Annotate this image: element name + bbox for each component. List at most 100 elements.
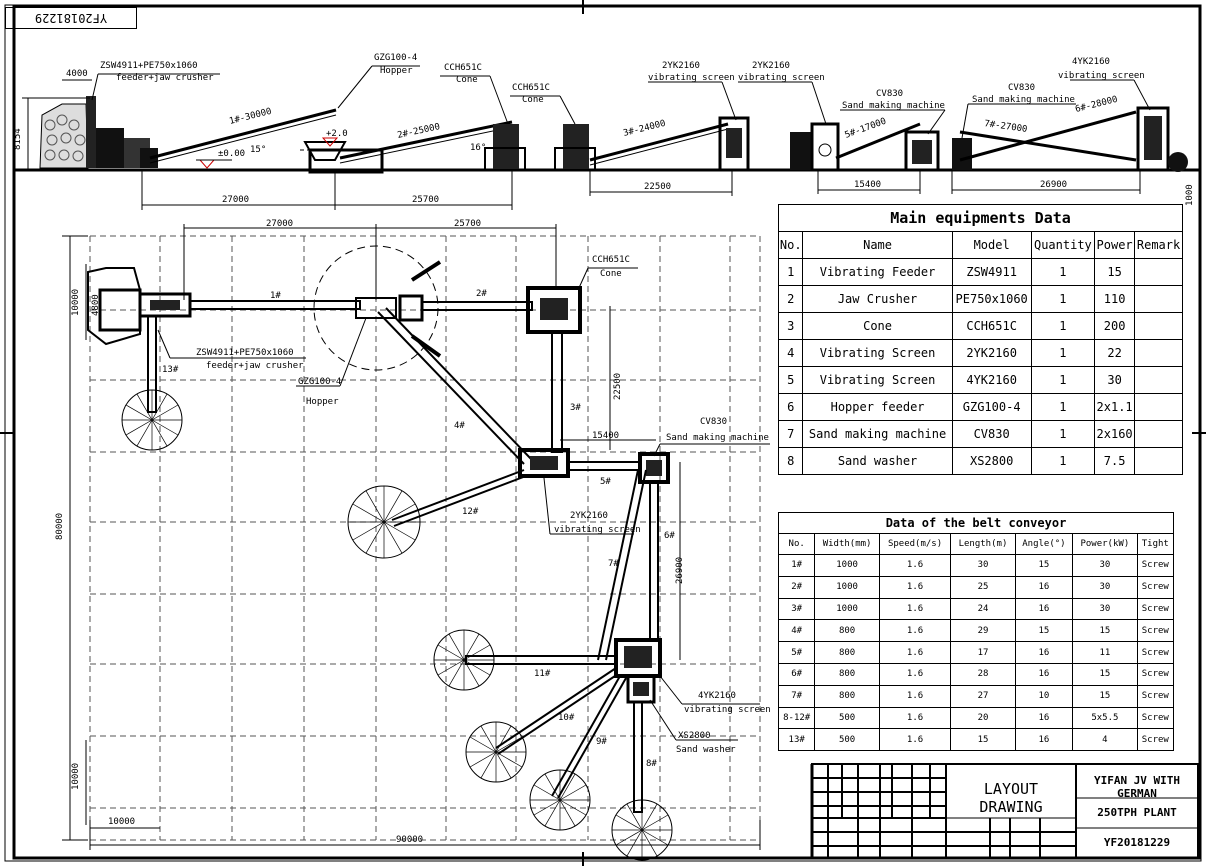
plan-label-feeder-jaw: ZSW4911+PE750x1060 bbox=[196, 348, 294, 358]
plan-dim-10000: 10000 bbox=[71, 289, 81, 316]
equip-header-cell: Name bbox=[802, 231, 953, 259]
plan-dim-10000-bottom: 10000 bbox=[108, 817, 135, 827]
equip-cell: GZG100-4 bbox=[951, 393, 1032, 421]
equip-cell bbox=[1134, 285, 1183, 313]
elev-label-screen-1: 2YK2160 bbox=[662, 61, 700, 71]
equip-cell: 1 bbox=[1030, 339, 1096, 367]
elev-angle-16: 16° bbox=[470, 143, 486, 153]
belt-cell: Screw bbox=[1136, 728, 1175, 752]
equip-cell: Cone bbox=[802, 312, 953, 340]
belt-cell: 24 bbox=[950, 597, 1016, 621]
stockpile bbox=[121, 389, 183, 451]
plan-sand-washer bbox=[626, 674, 656, 704]
belt-cell: 1.6 bbox=[878, 684, 952, 708]
equip-cell: PE750x1060 bbox=[951, 285, 1032, 313]
equip-cell: 7 bbox=[777, 420, 804, 448]
stockpile bbox=[611, 799, 673, 861]
plan-feeder-jaw-crusher bbox=[87, 267, 192, 346]
equip-cell: 200 bbox=[1094, 312, 1136, 340]
equip-cell: ZSW4911 bbox=[951, 258, 1032, 286]
belt-cell: 15 bbox=[1072, 619, 1138, 643]
elev-cone-2 bbox=[554, 124, 596, 171]
belt-cell: 500 bbox=[814, 706, 880, 730]
plan-dim-4800: 4800 bbox=[91, 294, 101, 316]
belt-cell: 800 bbox=[814, 619, 880, 643]
title-block-grid bbox=[812, 764, 1076, 858]
plan-dim-15400: 15400 bbox=[592, 431, 619, 441]
plan-belt-8: 8# bbox=[646, 759, 657, 769]
elev-label-hopper-sub: Hopper bbox=[380, 66, 413, 76]
elev-label-screen-2: 2YK2160 bbox=[752, 61, 790, 71]
equip-header-cell: Quantity bbox=[1030, 231, 1096, 259]
equip-cell: 3 bbox=[777, 312, 804, 340]
belt-cell: 11 bbox=[1072, 641, 1138, 664]
elev-belt-1: 1#-30000 bbox=[228, 107, 272, 127]
belt-header-cell: Tight bbox=[1136, 533, 1175, 555]
belt-cell: 30 bbox=[1072, 575, 1138, 599]
plan-label-washer: XS2800 bbox=[678, 731, 711, 741]
belt-cell: Screw bbox=[1136, 597, 1175, 621]
belt-cell: 500 bbox=[814, 728, 880, 752]
plan-label-cone: CCH651C bbox=[592, 255, 630, 265]
belt-cell: Screw bbox=[1136, 575, 1175, 599]
equip-header-cell: Remark bbox=[1134, 231, 1183, 259]
belt-header-cell: Angle(°) bbox=[1014, 533, 1074, 555]
belt-cell: Screw bbox=[1136, 662, 1175, 686]
equip-cell: 5 bbox=[777, 366, 804, 394]
belt-cell: Screw bbox=[1136, 684, 1175, 708]
belt-cell: 10 bbox=[1014, 684, 1074, 708]
equip-header-cell: Power bbox=[1094, 231, 1136, 259]
belt-cell: 15 bbox=[1072, 684, 1138, 708]
elev-feeder-jaw-crusher bbox=[86, 96, 158, 168]
belt-cell: 25 bbox=[950, 575, 1016, 599]
belt-cell: 5# bbox=[777, 641, 816, 664]
equip-cell: 2x160 bbox=[1094, 420, 1136, 448]
belt-cell: 7# bbox=[777, 684, 816, 708]
elev-label-sand-2-sub: Sand making machine bbox=[972, 95, 1075, 105]
belt-cell: 1# bbox=[777, 554, 816, 577]
elev-dim-22500: 22500 bbox=[644, 182, 671, 192]
plan-view bbox=[62, 224, 770, 861]
belt-header-cell: No. bbox=[777, 533, 816, 555]
equip-cell: 7.5 bbox=[1094, 447, 1136, 475]
belt-cell: 17 bbox=[950, 641, 1016, 664]
equip-cell: 1 bbox=[1030, 393, 1096, 421]
belt-conveyor-header: No.Width(mm)Speed(m/s)Length(m)Angle(°)P… bbox=[777, 533, 1175, 555]
equip-cell: 6 bbox=[777, 393, 804, 421]
belt-cell: 16 bbox=[1014, 662, 1074, 686]
equip-cell: 2 bbox=[777, 285, 804, 313]
belt-cell: 15 bbox=[1014, 619, 1074, 643]
elev-label-cone-1: CCH651C bbox=[444, 63, 482, 73]
equip-cell: Sand washer bbox=[802, 447, 953, 475]
equip-cell: Jaw Crusher bbox=[802, 285, 953, 313]
elev-level-2: +2.0 bbox=[326, 129, 348, 139]
belt-header-cell: Width(mm) bbox=[814, 533, 880, 555]
title-block bbox=[810, 763, 1199, 859]
elev-dim-4000: 4000 bbox=[66, 69, 88, 79]
equip-cell: 8 bbox=[777, 447, 804, 475]
belt-cell: 16 bbox=[1014, 575, 1074, 599]
elev-dim-1000: 1000 bbox=[1185, 184, 1195, 206]
elev-screen-1 bbox=[718, 116, 750, 172]
equip-cell: 1 bbox=[1030, 447, 1096, 475]
belt-cell: 16 bbox=[1014, 597, 1074, 621]
elev-label-hopper: GZG100-4 bbox=[374, 53, 417, 63]
plan-belt-10: 10# bbox=[558, 713, 575, 723]
elev-label-screen-2-sub: vibrating screen bbox=[738, 73, 825, 83]
elev-sand-making-2 bbox=[904, 130, 972, 172]
belt-cell: 6# bbox=[777, 662, 816, 686]
stockpile bbox=[433, 629, 495, 691]
stockpile bbox=[465, 721, 527, 783]
belt-cell: 13# bbox=[777, 728, 816, 752]
plan-belt-1: 1# bbox=[270, 291, 281, 301]
elev-label-screen-3-sub: vibrating screen bbox=[1058, 71, 1145, 81]
belt-cell: 1.6 bbox=[878, 728, 952, 752]
belt-cell: 16 bbox=[1014, 706, 1074, 730]
